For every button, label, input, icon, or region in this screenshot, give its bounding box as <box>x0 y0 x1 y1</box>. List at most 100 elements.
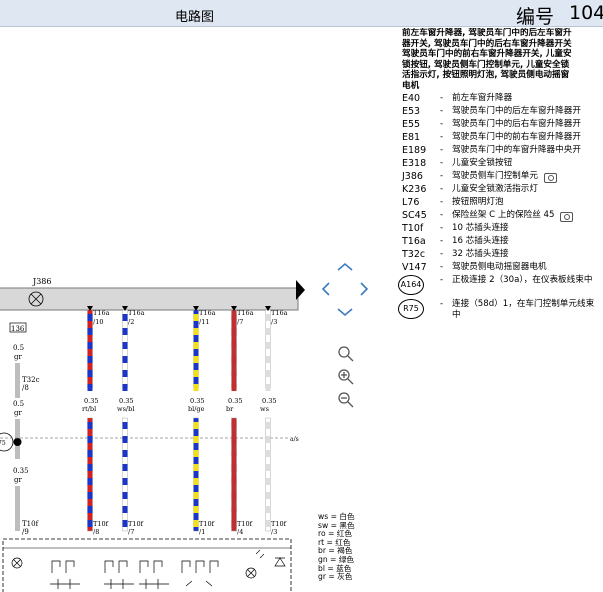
r75-label: 75 <box>0 440 6 447</box>
lamp-icon <box>11 557 23 569</box>
nav-right-icon[interactable] <box>360 282 369 296</box>
legend-code: E53 <box>402 105 421 117</box>
legend-code: E55 <box>402 118 421 130</box>
connector-label: T16a <box>271 309 288 317</box>
legend-text: 10 芯插头连接 <box>452 222 509 233</box>
legend-row-circle: A164 -正极连接 2（30a），在仪表板线束中 <box>398 274 603 298</box>
legend-row: J386 -驾驶员侧车门控制单元 <box>402 170 603 183</box>
legend-circle-code: R75 <box>398 298 424 319</box>
legend-dash: - <box>440 105 444 116</box>
legend-code: J386 <box>402 170 423 182</box>
legend-code: T32c <box>402 248 426 260</box>
diode-icon <box>274 557 286 567</box>
legend-dash: - <box>440 222 444 233</box>
camera-icon[interactable] <box>544 172 557 183</box>
legend-dash: - <box>440 157 444 168</box>
legend-code: E189 <box>402 144 427 156</box>
nav-left-icon[interactable] <box>321 282 330 296</box>
r75-junction <box>13 438 22 446</box>
page-title: 电路图 <box>175 10 215 25</box>
legend-dash: - <box>440 196 444 207</box>
legend-row: E53 -驾驶员车门中的后左车窗升降器开 <box>402 105 603 118</box>
legend-row: K236-儿童安全锁激活指示灯 <box>402 183 603 196</box>
legend-dash: - <box>440 274 444 285</box>
zoom-controls <box>338 346 354 408</box>
legend-dash: - <box>440 261 444 272</box>
switch-group-4-icon <box>181 560 219 587</box>
description-line: 锁按钮, 驾驶员侧车门控制单元, 儿童安全锁 <box>402 59 570 70</box>
left-gauge-2: 0.5 <box>13 400 24 408</box>
legend-dash: - <box>440 298 444 309</box>
nav-pad <box>321 262 369 317</box>
wire-color-code: bl/ge <box>188 405 205 413</box>
dash-label: a/s <box>290 436 299 443</box>
color-key-entry: gn = 绿色 <box>318 554 355 564</box>
left-color-3: gr <box>14 476 22 484</box>
legend-code: E40 <box>402 92 421 104</box>
wire-gauge: 0.35 <box>228 397 242 405</box>
camera-icon[interactable] <box>560 211 573 222</box>
t10f-pin: /1 <box>199 528 205 536</box>
zoom-out-icon[interactable] <box>338 392 354 408</box>
legend-code: E81 <box>402 131 421 143</box>
t10f-left-label: T10f <box>22 520 40 528</box>
legend-text: 驾驶员车门中的前右车窗升降器开 <box>452 131 581 142</box>
legend-code: T16a <box>402 235 426 247</box>
description-line: 活指示灯, 按钮照明灯泡, 驾驶员侧电动摇窗 <box>402 70 570 80</box>
doc-number-label: 编号 <box>516 6 555 28</box>
zoom-in-icon[interactable] <box>338 369 354 385</box>
t10f-pin: /7 <box>128 528 134 536</box>
description-line: 驾驶员车门中的前右车窗升降器开关, 儿童安 <box>402 49 572 59</box>
legend-code: E318 <box>402 157 427 169</box>
legend-text: 驾驶员侧电动摇窗器电机 <box>452 261 547 272</box>
nav-down-icon[interactable] <box>337 308 353 317</box>
legend-text: 16 芯插头连接 <box>452 235 509 246</box>
legend-code: V147 <box>402 261 427 273</box>
wire-color-code: ws <box>260 405 269 413</box>
legend-row: E55-驾驶员车门中的后右车窗升降器开 <box>402 118 603 131</box>
control-unit-bar <box>0 287 299 311</box>
legend-row: E81-驾驶员车门中的前右车窗升降器开 <box>402 131 603 144</box>
wire-gauge: 0.35 <box>190 397 204 405</box>
zoom-fit-icon[interactable] <box>338 346 354 362</box>
nav-collapse-triangle-icon[interactable] <box>296 280 305 300</box>
connector-label: T16a <box>199 309 216 317</box>
doc-number-value: 104 <box>569 2 603 24</box>
wire-color-code: br <box>226 405 234 413</box>
wire-color-code: rt/bl <box>82 405 96 413</box>
t10f-label: T10f <box>93 520 109 528</box>
legend-row: E189-驾驶员车门中的车窗升降器中央开 <box>402 144 603 157</box>
left-gauge-3: 0.35 <box>13 467 29 475</box>
color-key-entry: ro = 红色 <box>318 529 352 539</box>
color-key-entry: bl = 蓝色 <box>318 563 352 573</box>
legend-text: 驾驶员车门中的后左车窗升降器开 <box>452 105 581 116</box>
color-key-entry: rt = 红色 <box>318 537 351 547</box>
legend-row: L76-按钮照明灯泡 <box>402 196 603 209</box>
legend-dash: - <box>440 144 444 155</box>
legend-dash: - <box>440 170 444 181</box>
connector-pin: /7 <box>237 318 243 326</box>
legend-circle-code: A164 <box>398 274 424 295</box>
t10f-label: T10f <box>271 520 287 528</box>
color-key-entry: gr = 灰色 <box>318 572 353 582</box>
legend-dash: - <box>440 118 444 129</box>
t32c-pin: /8 <box>22 384 29 392</box>
connector-pin: /10 <box>93 318 103 326</box>
nav-up-icon[interactable] <box>337 262 353 271</box>
title-bar: 电路图 编号 104 <box>0 0 603 28</box>
legend-row-circle: R75-连接（58d）1，在车门控制单元线束中 <box>398 298 603 322</box>
legend-text: 正极连接 2（30a），在仪表板线束中 <box>452 274 593 285</box>
unit-label: J386 <box>32 277 51 286</box>
wire <box>265 306 271 532</box>
legend-row: SC45-保险丝架 C 上的保险丝 45 <box>402 209 603 222</box>
legend-text: 驾驶员侧车门控制单元 <box>452 170 538 181</box>
legend-dash: - <box>440 209 444 220</box>
legend-text: 儿童安全锁按钮 <box>452 157 513 168</box>
label-136: 136 <box>11 325 25 333</box>
component-box <box>2 538 292 592</box>
description: 前左车窗升降器, 驾驶员车门中的后左车窗升 器开关, 驾驶员车门中的后右车窗升降… <box>402 28 603 81</box>
legend-header: 电机 <box>402 80 420 91</box>
wiring-diagram: J386 136 0.5 gr T32c /8 0.5 gr 75 0.35 g… <box>0 277 299 592</box>
description-line: 器开关, 驾驶员车门中的后右车窗升降器开关 <box>402 38 572 49</box>
legend-text: 32 芯插头连接 <box>452 248 509 259</box>
